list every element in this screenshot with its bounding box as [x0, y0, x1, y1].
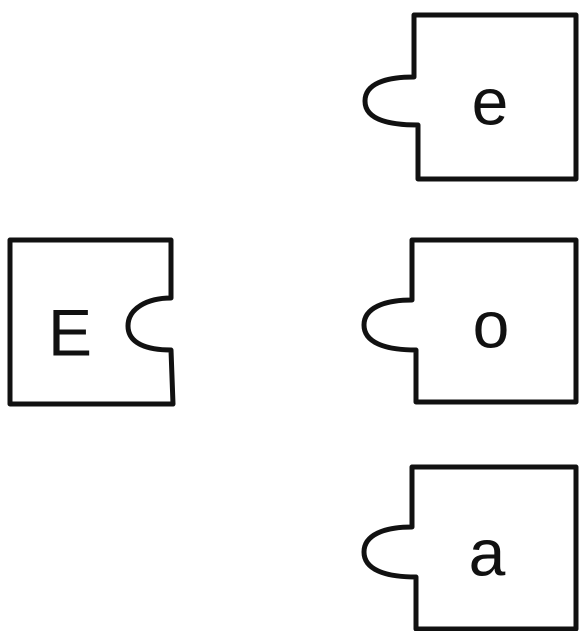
puzzle-piece-right-3-letter: a: [469, 515, 506, 589]
puzzle-piece-right-2-outline: [361, 237, 579, 405]
puzzle-piece-right-1-outline: [362, 12, 579, 182]
puzzle-piece-left-outline: [7, 237, 176, 407]
puzzle-piece-right-1-letter: e: [472, 64, 509, 138]
puzzle-piece-right-2[interactable]: o: [361, 237, 579, 405]
puzzle-piece-right-2-letter: o: [473, 287, 510, 361]
puzzle-piece-right-3[interactable]: a: [361, 464, 579, 632]
puzzle-piece-left-letter: E: [48, 295, 92, 369]
puzzle-piece-right-3-outline: [361, 464, 579, 632]
puzzle-piece-left[interactable]: E: [7, 237, 176, 407]
puzzle-piece-right-1[interactable]: e: [362, 12, 579, 182]
